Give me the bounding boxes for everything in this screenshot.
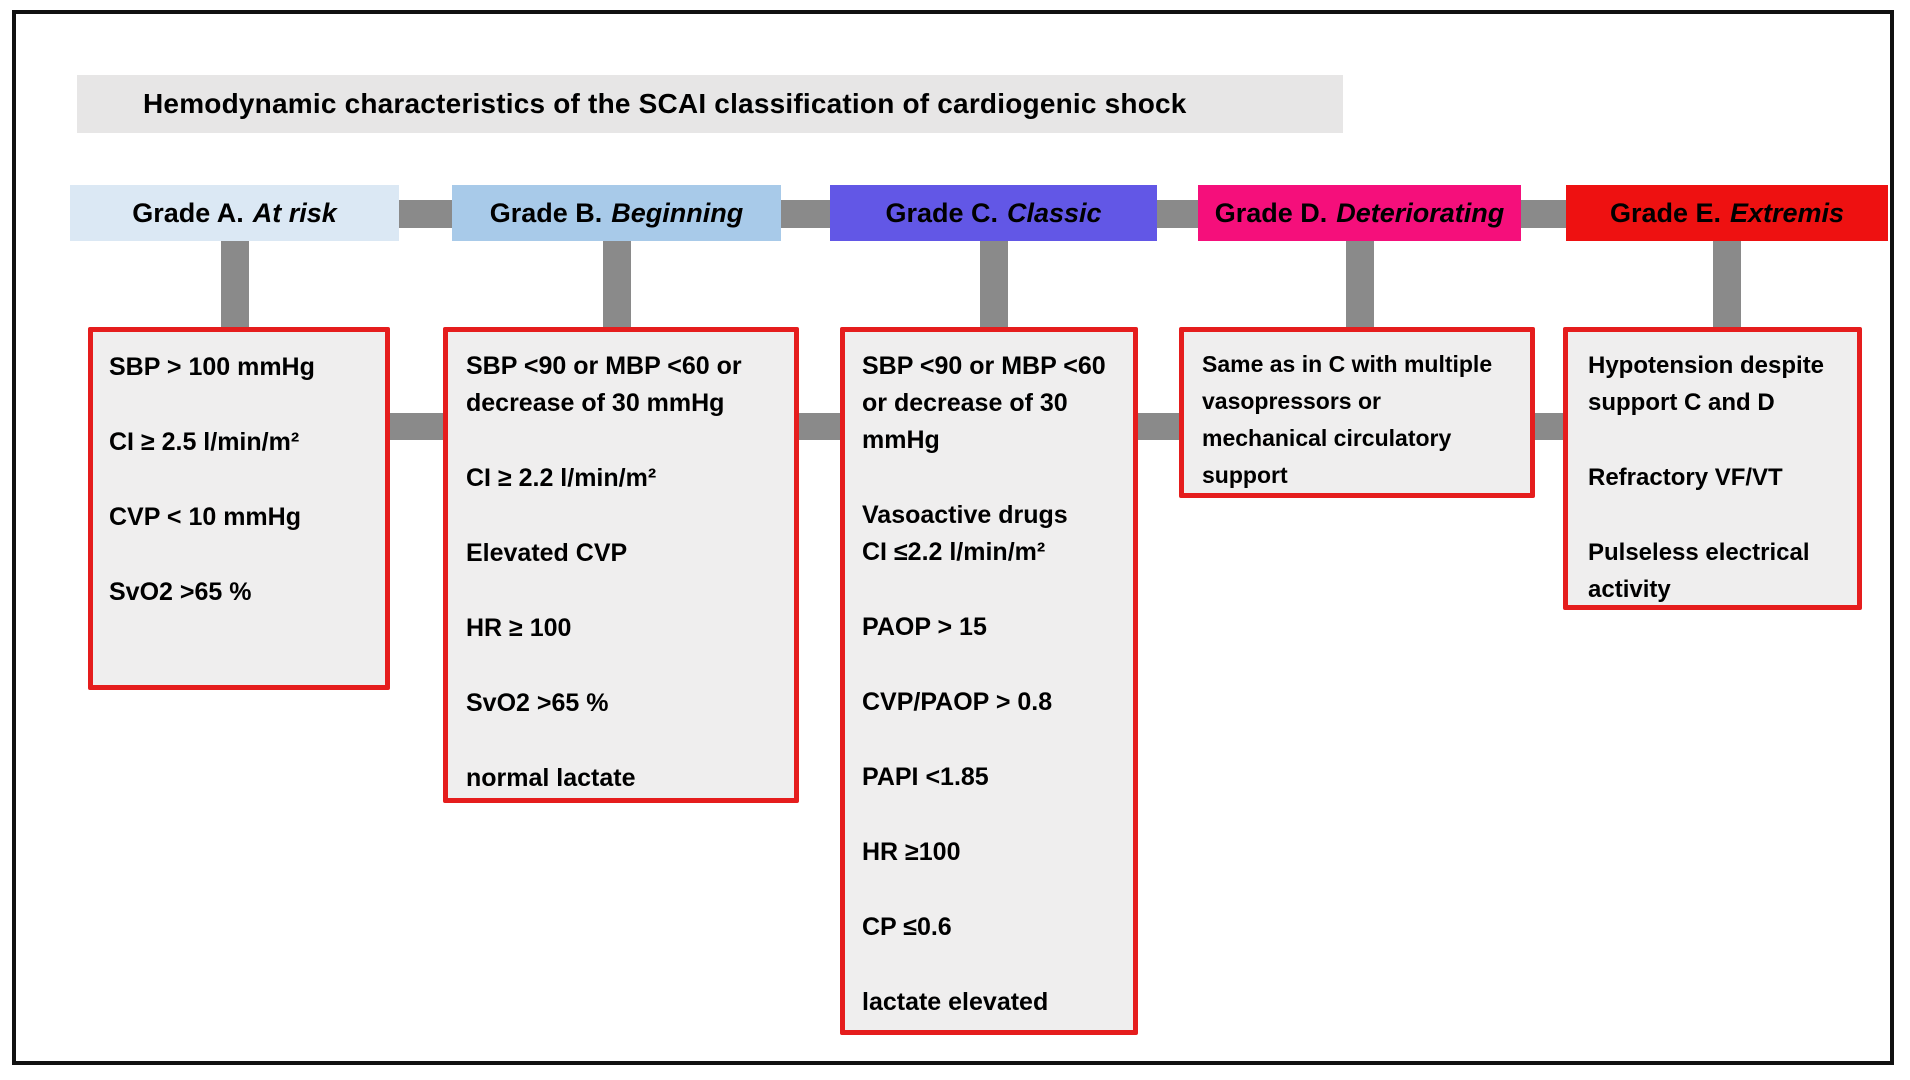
criteria-box-B: SBP <90 or MBP <60 or decrease of 30 mmHg…	[443, 327, 799, 803]
criteria-line: SBP <90 or MBP <60 or	[466, 352, 742, 380]
connector-horizontal-header	[1157, 200, 1198, 228]
criteria-line: HR ≥100	[862, 838, 961, 866]
connector-horizontal-header	[781, 200, 830, 228]
connector-horizontal-box	[1535, 413, 1563, 440]
criteria-line: SBP > 100 mmHg	[109, 353, 315, 381]
criteria-line: Elevated CVP	[466, 539, 628, 567]
criteria-line: support C and D	[1588, 389, 1775, 416]
connector-horizontal-header	[399, 200, 452, 228]
criteria-line: or decrease of 30	[862, 389, 1068, 417]
criteria-item: Elevated CVP	[466, 535, 776, 572]
criteria-line: mechanical circulatory	[1202, 425, 1452, 451]
grade-header-prefix: Grade D.	[1214, 197, 1328, 228]
criteria-line: PAOP > 15	[862, 613, 987, 641]
criteria-line: lactate elevated	[862, 988, 1049, 1016]
grade-header-prefix: Grade E.	[1609, 197, 1721, 228]
connector-horizontal-header	[1521, 200, 1566, 228]
criteria-item: PAPI <1.85	[862, 759, 1116, 796]
criteria-line: CP ≤0.6	[862, 913, 952, 941]
grade-header-B: Grade B. Beginning	[452, 185, 781, 241]
criteria-line: SvO2 >65 %	[109, 578, 252, 606]
criteria-item: HR ≥ 100	[466, 610, 776, 647]
criteria-box-A: SBP > 100 mmHg CI ≥ 2.5 l/min/m² CVP < 10 …	[88, 327, 390, 690]
criteria-line: CI ≥ 2.5 l/min/m²	[109, 428, 300, 456]
criteria-line: PAPI <1.85	[862, 763, 989, 791]
criteria-item: Refractory VF/VT	[1588, 459, 1837, 496]
diagram-title: Hemodynamic characteristics of the SCAI …	[143, 88, 1187, 119]
criteria-item: CP ≤0.6	[862, 909, 1116, 946]
grade-header-name: Classic	[1006, 197, 1102, 228]
connector-vertical-C	[980, 241, 1008, 327]
criteria-item: lactate elevated	[862, 984, 1116, 1021]
grade-header-name: At risk	[252, 197, 337, 228]
grade-header-E: Grade E. Extremis	[1566, 185, 1888, 241]
criteria-item: CI ≥ 2.2 l/min/m²	[466, 460, 776, 497]
connector-vertical-A	[221, 241, 249, 327]
grade-header-name: Extremis	[1729, 197, 1845, 228]
criteria-line: Same as in C with multiple	[1202, 351, 1493, 377]
grade-header-name: Beginning	[611, 197, 744, 228]
title-band: Hemodynamic characteristics of the SCAI …	[77, 75, 1343, 133]
criteria-item: Pulseless electrical activity	[1588, 534, 1837, 608]
criteria-item: SvO2 >65 %	[466, 685, 776, 722]
criteria-line: normal lactate	[466, 764, 636, 792]
grade-header-prefix: Grade B.	[489, 197, 603, 228]
criteria-line: Refractory VF/VT	[1588, 464, 1783, 491]
criteria-box-E: Hypotension despite support C and D Refrac…	[1563, 327, 1862, 610]
criteria-line: CVP < 10 mmHg	[109, 503, 301, 531]
criteria-box-D: Same as in C with multiple vasopressors o…	[1179, 327, 1535, 498]
criteria-line: decrease of 30 mmHg	[466, 389, 725, 417]
connector-horizontal-box	[1138, 413, 1179, 440]
criteria-item: CVP/PAOP > 0.8	[862, 684, 1116, 721]
criteria-line: vasopressors or	[1202, 388, 1381, 414]
criteria-item: Hypotension despite support C and D	[1588, 347, 1837, 421]
grade-header-C: Grade C. Classic	[830, 185, 1157, 241]
grade-header-prefix: Grade C.	[885, 197, 998, 228]
criteria-line: Pulseless electrical	[1588, 539, 1810, 566]
criteria-item: PAOP > 15	[862, 609, 1116, 646]
criteria-item: SvO2 >65 %	[109, 574, 369, 611]
grade-header-prefix: Grade A.	[132, 197, 244, 228]
criteria-line: SBP <90 or MBP <60	[862, 352, 1106, 380]
criteria-line: SvO2 >65 %	[466, 689, 609, 717]
criteria-line: CI ≤2.2 l/min/m²	[862, 538, 1046, 566]
criteria-item: CVP < 10 mmHg	[109, 499, 369, 536]
criteria-line: CVP/PAOP > 0.8	[862, 688, 1053, 716]
criteria-item: CI ≥ 2.5 l/min/m²	[109, 424, 369, 461]
criteria-item: HR ≥100	[862, 834, 1116, 871]
criteria-item: normal lactate	[466, 760, 776, 797]
criteria-line: CI ≥ 2.2 l/min/m²	[466, 464, 657, 492]
criteria-line: Hypotension despite	[1588, 352, 1825, 379]
connector-vertical-B	[603, 241, 631, 327]
criteria-line: Vasoactive drugs	[862, 501, 1068, 529]
criteria-line: support	[1202, 462, 1288, 488]
criteria-item: SBP > 100 mmHg	[109, 349, 369, 386]
connector-horizontal-box	[799, 413, 840, 440]
criteria-line: activity	[1588, 576, 1671, 603]
connector-vertical-E	[1713, 241, 1741, 327]
criteria-item: SBP <90 or MBP <60 or decrease of 30 mmHg	[862, 348, 1116, 459]
criteria-item: Vasoactive drugs CI ≤2.2 l/min/m²	[862, 497, 1116, 571]
criteria-line: HR ≥ 100	[466, 614, 572, 642]
grade-header-name: Deteriorating	[1336, 197, 1505, 228]
connector-vertical-D	[1346, 241, 1374, 327]
grade-header-A: Grade A. At risk	[70, 185, 399, 241]
criteria-line: mmHg	[862, 426, 940, 454]
criteria-item: Same as in C with multiple vasopressors o…	[1202, 346, 1512, 494]
connector-horizontal-box	[390, 413, 443, 440]
criteria-item: SBP <90 or MBP <60 or decrease of 30 mmHg	[466, 348, 776, 422]
grade-header-D: Grade D. Deteriorating	[1198, 185, 1521, 241]
